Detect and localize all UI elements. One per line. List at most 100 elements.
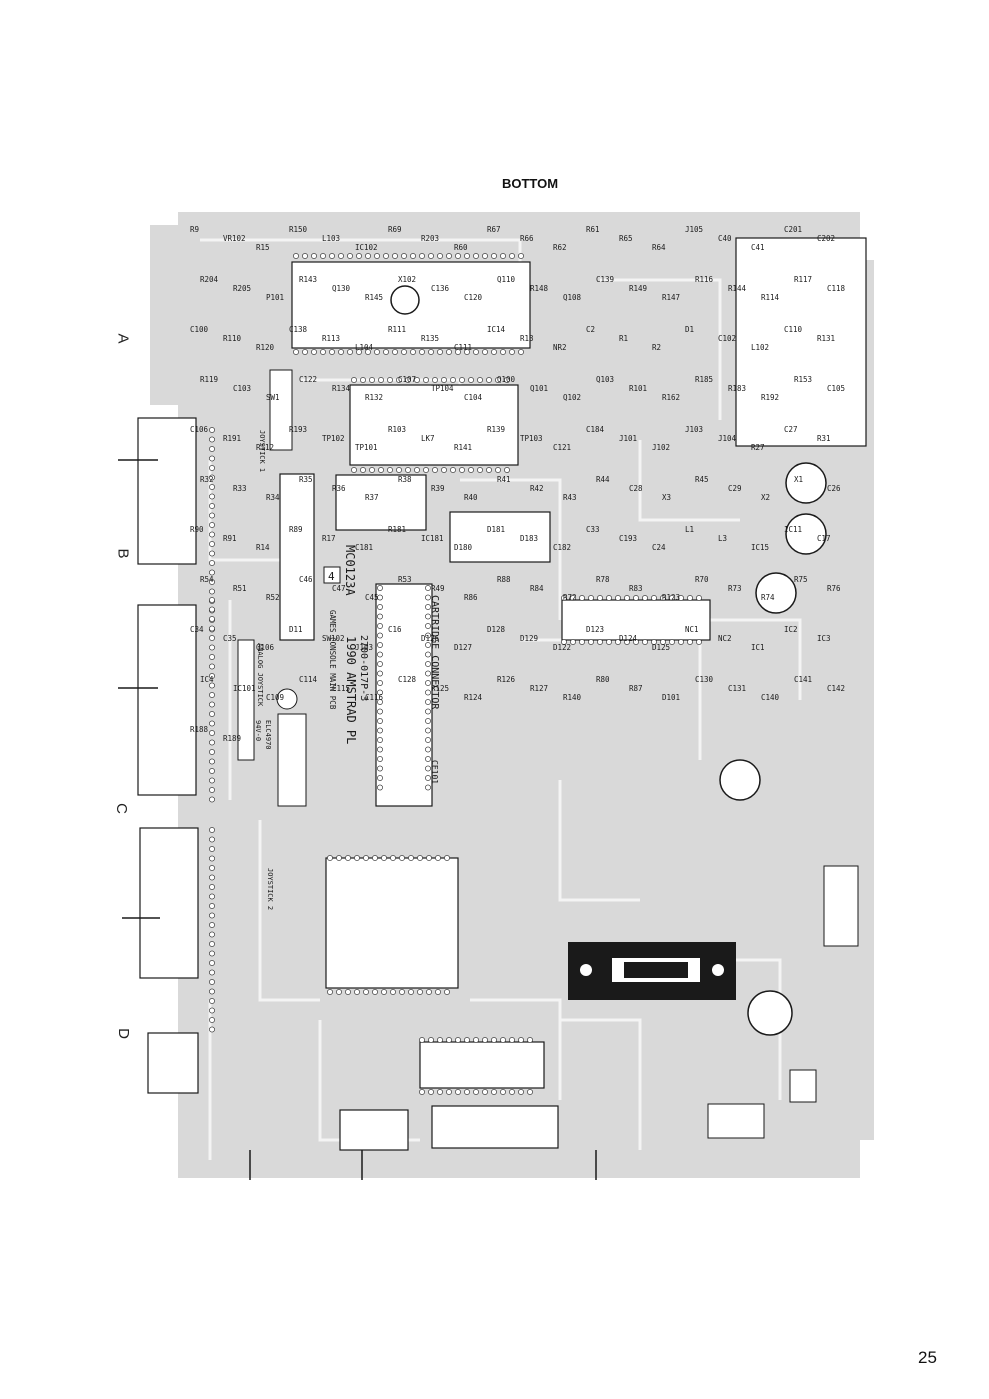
component-ref: R39 — [431, 484, 445, 493]
component-ref: R27 — [751, 443, 765, 452]
solder-pad — [396, 467, 402, 473]
component-ref: R203 — [421, 234, 439, 243]
solder-pad — [365, 253, 371, 259]
component-ref: L102 — [751, 343, 769, 352]
component-ref: C2 — [586, 325, 595, 334]
solder-pad — [527, 1037, 533, 1043]
solder-pad — [425, 756, 431, 762]
solder-pad — [570, 639, 576, 645]
solder-pad — [377, 727, 383, 734]
solder-pad — [360, 377, 366, 383]
solder-pad — [642, 595, 648, 601]
component-ref: R14 — [256, 543, 270, 552]
component-ref: P101 — [266, 293, 284, 302]
solder-pad — [473, 253, 479, 259]
solder-pad — [209, 484, 215, 490]
solder-pad — [459, 467, 465, 473]
solder-pad — [425, 670, 431, 677]
solder-pad — [491, 1089, 497, 1095]
solder-pad — [414, 467, 420, 473]
component-ref: R65 — [619, 234, 633, 243]
component-ref: D183 — [520, 534, 538, 543]
solder-pad — [464, 253, 470, 259]
solder-pad — [209, 654, 215, 660]
component-ref: IC14 — [487, 325, 506, 334]
component-ref: R54 — [200, 575, 214, 584]
component-ref: R117 — [794, 275, 812, 284]
solder-pad — [209, 474, 215, 481]
component-ref: C121 — [553, 443, 571, 452]
solder-pad — [419, 1037, 425, 1043]
component-ref: R132 — [365, 393, 383, 402]
solder-pad — [437, 1089, 443, 1095]
solder-pad — [464, 1037, 470, 1043]
solder-pad — [377, 765, 383, 772]
solder-pad — [209, 560, 215, 566]
component-ref: R76 — [827, 584, 841, 593]
silk-box-number: 4 — [328, 570, 335, 583]
solder-pad — [209, 941, 215, 947]
component-ref: R37 — [365, 493, 379, 502]
component-ref: R88 — [497, 575, 511, 584]
solder-pad — [363, 855, 369, 861]
solder-pad — [209, 644, 215, 651]
component-ref: C193 — [619, 534, 637, 543]
solder-pad — [377, 642, 383, 648]
component-ref: C136 — [431, 284, 450, 293]
solder-pad — [425, 651, 431, 658]
component-ref: R61 — [586, 225, 600, 234]
solder-pad — [377, 670, 383, 677]
component-ref: C24 — [652, 543, 666, 552]
solder-pad — [209, 446, 215, 452]
solder-pad — [473, 349, 479, 355]
solder-pad — [377, 632, 383, 639]
solder-pad — [504, 377, 510, 383]
solder-pad — [329, 253, 335, 259]
component-ref: J104 — [718, 434, 737, 443]
solder-pad — [435, 855, 441, 861]
solder-pad — [209, 855, 215, 862]
solder-pad — [425, 775, 431, 781]
solder-pad — [387, 377, 393, 383]
component-ref: R192 — [761, 393, 779, 402]
component-ref: R145 — [365, 293, 383, 302]
component-ref: Q101 — [530, 384, 548, 393]
solder-pad — [432, 377, 438, 383]
solder-pad — [473, 1037, 479, 1043]
solder-pad — [209, 701, 215, 708]
solder-pad — [588, 595, 594, 601]
solder-pad — [209, 865, 215, 871]
solder-pad — [482, 1089, 488, 1095]
silk-joystick-2: JOYSTICK 2 — [266, 868, 274, 910]
component-ref: C131 — [728, 684, 746, 693]
component-ref: R73 — [728, 584, 742, 593]
solder-pad — [209, 427, 215, 433]
solder-pad — [408, 989, 414, 995]
solder-pad — [509, 253, 515, 259]
component-ref: R188 — [190, 725, 209, 734]
solder-pad — [696, 639, 702, 645]
solder-pad — [437, 253, 443, 259]
solder-pad — [509, 1089, 515, 1095]
component-ref: D11 — [289, 625, 303, 634]
component-ref: C33 — [586, 525, 600, 534]
solder-pad — [209, 579, 215, 585]
component-ref: C41 — [751, 243, 765, 252]
component-ref: C184 — [586, 425, 605, 434]
component-ref: L104 — [355, 343, 374, 352]
solder-pad — [425, 661, 431, 667]
component-ref: C181 — [355, 543, 373, 552]
solder-pad — [435, 989, 441, 995]
solder-pad — [209, 931, 215, 938]
component-ref: IC181 — [421, 534, 444, 543]
component-ref: C34 — [190, 625, 204, 634]
solder-pad — [209, 635, 215, 641]
solder-pad — [383, 253, 389, 259]
solder-pad — [381, 855, 387, 861]
solder-pad — [423, 467, 429, 473]
component-ref: SW102 — [322, 634, 345, 643]
solder-pad — [392, 253, 398, 259]
component-ref: LK7 — [421, 434, 435, 443]
solder-pad — [336, 855, 342, 861]
solder-pad — [347, 253, 353, 259]
